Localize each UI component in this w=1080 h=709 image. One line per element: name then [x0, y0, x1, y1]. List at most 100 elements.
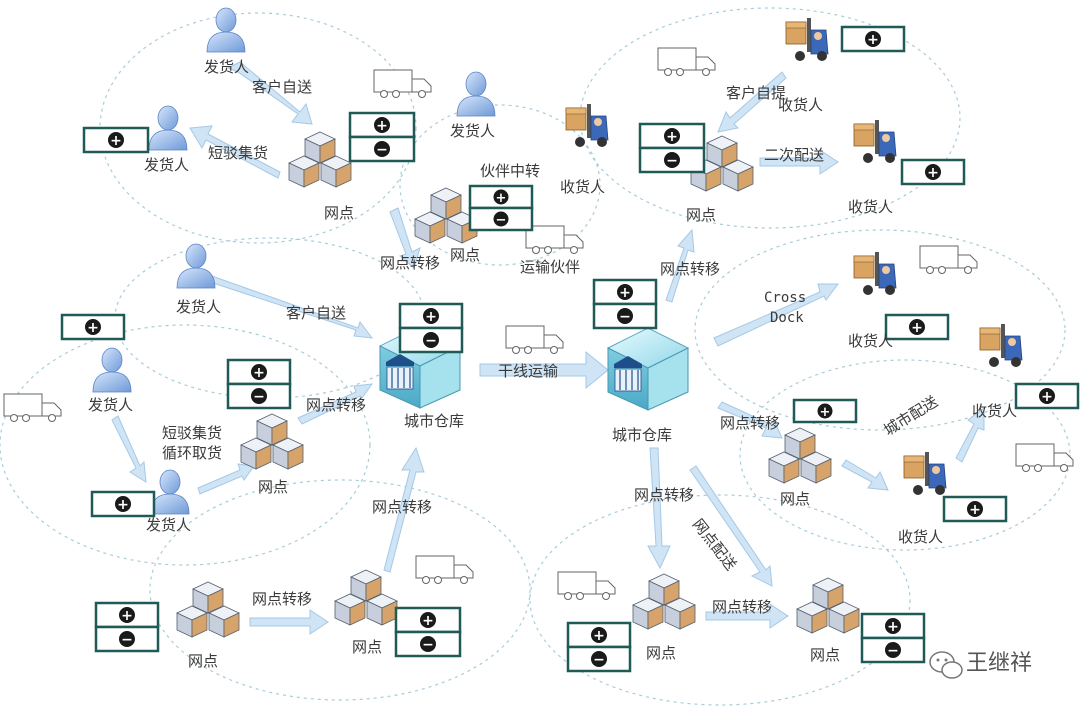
plus-box-5[interactable]: + — [900, 158, 966, 186]
label-receiver-2: 收货人 — [778, 96, 823, 114]
shipper-icon-2 — [148, 105, 188, 151]
label-receiver-3: 收货人 — [848, 198, 893, 216]
label-receiver-4: 收货人 — [848, 332, 893, 350]
arrow-self-deliver-left — [209, 275, 374, 339]
plus-minus-box-6[interactable]: + − — [394, 606, 462, 658]
label-shipper-2: 发货人 — [144, 156, 189, 174]
forklift-icon-4 — [853, 251, 897, 296]
plus-icon: + — [887, 619, 899, 635]
label-shipper-4: 发货人 — [88, 396, 133, 414]
arrow-warehouse-down — [647, 447, 671, 570]
plus-minus-box-1[interactable]: + − — [348, 111, 416, 163]
label-outlet-6: 网点 — [686, 206, 716, 224]
label-outlet-transfer-4: 网点转移 — [252, 590, 312, 608]
plus-minus-box-4[interactable]: + − — [226, 358, 292, 410]
plus-minus-box-9[interactable]: + − — [566, 621, 632, 673]
plus-icon: + — [110, 133, 122, 149]
forklift-icon-1 — [565, 103, 609, 148]
plus-minus-box-7[interactable]: + − — [592, 278, 658, 330]
label-outlet-8: 网点 — [646, 644, 676, 662]
shipper-icon-4 — [92, 347, 132, 393]
plus-box-6[interactable]: + — [884, 313, 950, 341]
arrow-short-haul-left — [189, 125, 281, 179]
plus-icon: + — [927, 165, 939, 181]
plus-box-1[interactable]: + — [82, 126, 150, 154]
arrow-shipper-to-outlet-1 — [226, 61, 313, 125]
arrow-secondary-delivery — [759, 149, 839, 175]
label-loop-pickup: 循环取货 — [162, 444, 222, 462]
label-trunk-transport: 干线运输 — [498, 362, 558, 380]
outlet-boxes-icon-9 — [797, 578, 859, 633]
label-outlet-7: 网点 — [780, 490, 810, 508]
arrow-outlet-delivery — [689, 465, 773, 587]
plus-minus-box-10[interactable]: + − — [860, 612, 926, 664]
plus-icon: + — [867, 32, 879, 48]
label-receiver-1: 收货人 — [560, 178, 605, 196]
shipper-icon-1 — [206, 7, 246, 53]
label-customer-self-pickup: 客户自提 — [726, 84, 786, 102]
plus-minus-box-2[interactable]: + − — [468, 184, 534, 232]
label-outlet-transfer-6: 网点转移 — [720, 414, 780, 432]
shipper-icon-3 — [176, 243, 216, 289]
plus-box-3[interactable]: + — [90, 490, 156, 518]
label-receiver-6: 收货人 — [898, 528, 943, 546]
arrow-city-delivery — [955, 407, 985, 463]
label-outlet-4: 网点 — [188, 652, 218, 670]
city-warehouse-right-icon — [607, 327, 689, 411]
arrow-shipper-to-outlet-left — [197, 463, 255, 495]
plus-box-8[interactable]: + — [792, 398, 858, 424]
outlet-boxes-icon-1 — [289, 132, 351, 187]
plus-minus-box-8[interactable]: + − — [638, 122, 706, 174]
label-outlet-transfer-5: 网点转移 — [660, 260, 720, 278]
forklift-icon-2 — [785, 17, 829, 62]
minus-icon: − — [253, 389, 265, 405]
plus-icon: + — [619, 285, 631, 301]
label-transport-partner: 运输伙伴 — [520, 258, 580, 276]
plus-icon: + — [911, 320, 923, 336]
arrow-pickup-down — [717, 71, 787, 133]
outlet-boxes-icon-5 — [335, 570, 397, 625]
label-shipper-5: 发货人 — [146, 516, 191, 534]
arrow-outlet-to-warehouse-left — [297, 383, 374, 425]
label-shipper-1: 发货人 — [204, 58, 249, 76]
label-shipper-6: 发货人 — [450, 122, 495, 140]
outlet-boxes-icon-2 — [415, 188, 477, 243]
arrow-outlet-transfer-bottom-right — [705, 603, 789, 629]
watermark-text: 王继祥 — [966, 651, 1032, 676]
plus-icon: + — [593, 628, 605, 644]
minus-icon: − — [425, 333, 437, 349]
plus-box-9[interactable]: + — [942, 495, 1008, 523]
label-outlet-5: 网点 — [352, 638, 382, 656]
label-outlet-transfer-8: 网点转移 — [712, 598, 772, 616]
arrow-trunk-transport — [479, 350, 609, 390]
label-city-delivery: 城市配送 — [881, 392, 941, 439]
plus-minus-box-5[interactable]: + − — [94, 601, 160, 653]
truck-icon-3 — [505, 325, 564, 354]
minus-icon: − — [422, 637, 434, 653]
arrow-warehouse-up-right — [665, 228, 695, 303]
shipper-icon-5 — [150, 469, 190, 515]
label-cross-dock-2: Dock — [770, 310, 804, 326]
plus-icon: + — [376, 118, 388, 134]
plus-box-2[interactable]: + — [60, 313, 126, 341]
plus-box-4[interactable]: + — [840, 25, 906, 53]
shipper-icon-6 — [456, 71, 496, 117]
plus-icon: + — [969, 502, 981, 518]
outlet-boxes-icon-4 — [177, 582, 239, 637]
minus-icon: − — [887, 643, 899, 659]
plus-minus-box-3[interactable]: + − — [398, 302, 464, 354]
label-city-warehouse-right: 城市仓库 — [612, 426, 672, 444]
plus-box-7[interactable]: + — [1014, 382, 1080, 410]
arrow-outlet-to-receiver — [841, 459, 889, 491]
minus-icon: − — [376, 142, 388, 158]
plus-icon: + — [820, 405, 831, 420]
truck-icon-1 — [373, 69, 432, 98]
minus-icon: − — [121, 632, 133, 648]
flow-arrows — [111, 61, 985, 635]
truck-icon-7 — [919, 245, 978, 274]
label-outlet-transfer-1: 网点转移 — [380, 254, 440, 272]
label-customer-self-deliver-2: 客户自送 — [286, 304, 346, 322]
minus-icon: − — [666, 153, 678, 169]
forklift-icon-5 — [979, 323, 1023, 368]
